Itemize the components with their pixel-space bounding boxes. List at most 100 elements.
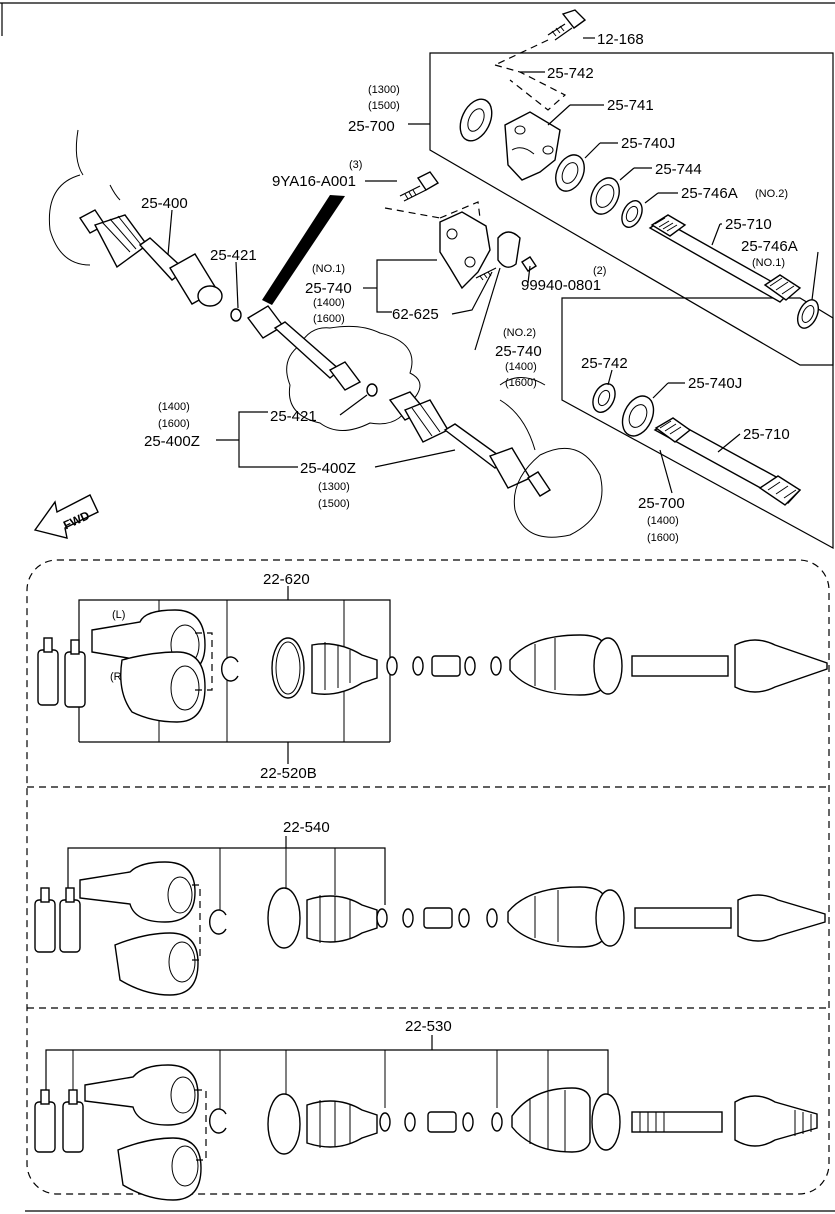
label-25-746a-2: 25-746A [741, 238, 798, 255]
leader-25-740-no2 [474, 267, 501, 351]
boot-band-row2-right [595, 889, 625, 947]
boot-band-large-row3 [267, 1093, 301, 1155]
label-no1-a: (NO.1) [752, 257, 785, 269]
boot-row1-left [311, 642, 378, 695]
boot-row2-left [306, 895, 378, 943]
small-bands-row1 [386, 655, 502, 677]
row2-vertical-ticks [219, 848, 336, 912]
dash-joint-row2 [192, 884, 201, 961]
label-1300-a: (1300) [368, 84, 400, 96]
grease-tubes-row3 [34, 1089, 84, 1153]
label-25-746a-1: 25-746A [681, 185, 738, 202]
label-25-710-b: 25-710 [743, 426, 790, 443]
leader-25-740j-top [584, 142, 601, 159]
leader-25-700-b [659, 449, 673, 494]
boot-row3-right [511, 1087, 591, 1153]
label-22-530: 22-530 [405, 1018, 452, 1035]
label-99940-0801: 99940-0801 [521, 277, 601, 294]
dash-seal-bracket [494, 64, 567, 111]
boot-band-row1-right [593, 637, 623, 695]
leader-25-740j-b [652, 382, 669, 399]
row3-vertical-ticks [72, 1050, 549, 1112]
leader-99940 [527, 265, 531, 284]
label-25-742-top: 25-742 [547, 65, 594, 82]
dash-joint-row3 [195, 1089, 207, 1161]
label-side-l: (L) [112, 609, 125, 621]
grease-tubes-row1 [37, 637, 86, 708]
small-bands-row2 [376, 907, 498, 929]
leader-62-625 [451, 271, 493, 315]
label-1300-b: (1300) [318, 481, 350, 493]
drive-shaft-25-400z [388, 391, 551, 497]
label-1500-b: (1500) [318, 498, 350, 510]
label-1400-d: (1400) [158, 401, 190, 413]
inner-joint-row3 [117, 1137, 202, 1201]
dash-bracket-no1 [439, 201, 481, 219]
small-bands-row3 [379, 1111, 503, 1133]
seal-25-742-bottom [592, 383, 616, 413]
label-1600-a: (1600) [313, 313, 345, 325]
label-25-400: 25-400 [141, 195, 188, 212]
bracket-25-741 [504, 111, 561, 181]
leader-25-421-b [339, 394, 368, 416]
label-qty-3: (3) [349, 159, 362, 171]
label-no2-b: (NO.2) [503, 327, 536, 339]
shaft-row2 [634, 894, 826, 942]
bracket-row3-top [45, 1049, 609, 1100]
leader-25-710-top [711, 223, 721, 246]
label-25-742-b: 25-742 [581, 355, 628, 372]
wheel-hub-left [48, 129, 121, 266]
circlip-row1 [221, 656, 239, 682]
label-25-740-b: 25-740 [495, 343, 542, 360]
boot-band-large-row2 [267, 887, 301, 949]
label-25-740j-b: 25-740J [688, 375, 742, 392]
bracket-25-740-no1 [439, 211, 491, 290]
label-25-700-b: 25-700 [638, 495, 685, 512]
ring-25-746a-no2 [621, 200, 643, 228]
label-25-700-top: 25-700 [348, 118, 395, 135]
fwd-arrow: FWD [33, 494, 99, 539]
label-25-421-b: 25-421 [270, 408, 317, 425]
shaft-row1 [631, 639, 828, 693]
intermediate-shaft [246, 305, 362, 391]
circlip-row2 [209, 909, 227, 935]
leader-25-400 [167, 209, 173, 256]
label-no1-b: (NO.1) [312, 263, 345, 275]
bracket-row2-top [67, 847, 386, 905]
seal-25-742-top [459, 98, 493, 142]
bolt-9ya16-a001 [399, 171, 440, 202]
label-25-400z-a: 25-400Z [144, 433, 200, 450]
leader-25-400z-b [374, 449, 456, 468]
outer-joint-row2 [79, 861, 196, 923]
ring-25-746a-no1 [796, 299, 820, 329]
label-25-741: 25-741 [607, 97, 654, 114]
label-25-740j-top: 25-740J [621, 135, 675, 152]
black-wedge-pointer [262, 195, 345, 305]
dash-bolt-9ya16 [384, 207, 441, 219]
label-22-620: 22-620 [263, 571, 310, 588]
label-9ya16: 9YA16-A001 [272, 173, 356, 190]
inner-joint-right-row1 [120, 651, 206, 723]
leader-25-746a-no2 [644, 192, 659, 204]
label-22-540: 22-540 [283, 819, 330, 836]
inset-panel-shaft-1300 [429, 52, 834, 366]
label-1500-a: (1500) [368, 100, 400, 112]
boot-row3-left [306, 1100, 378, 1148]
leader-25-421-a [235, 261, 239, 309]
label-22-520b: 22-520B [260, 765, 317, 782]
circlip-row3 [209, 1108, 227, 1134]
label-no2-a: (NO.2) [755, 188, 788, 200]
boot-row2-right [507, 886, 606, 948]
label-25-421-a: 25-421 [210, 247, 257, 264]
label-1600-d: (1600) [158, 418, 190, 430]
clip-and-nut [475, 231, 537, 281]
bolt-12-168 [547, 9, 587, 41]
bearing-25-740j-top [555, 154, 585, 192]
grease-tubes-row2 [34, 887, 81, 953]
drive-shaft-25-400 [78, 209, 223, 307]
label-qty-2: (2) [593, 265, 606, 277]
label-25-744: 25-744 [655, 161, 702, 178]
shaft-25-710-top [648, 214, 802, 303]
leader-25-741 [547, 104, 571, 126]
label-1400-b: (1400) [505, 361, 537, 373]
